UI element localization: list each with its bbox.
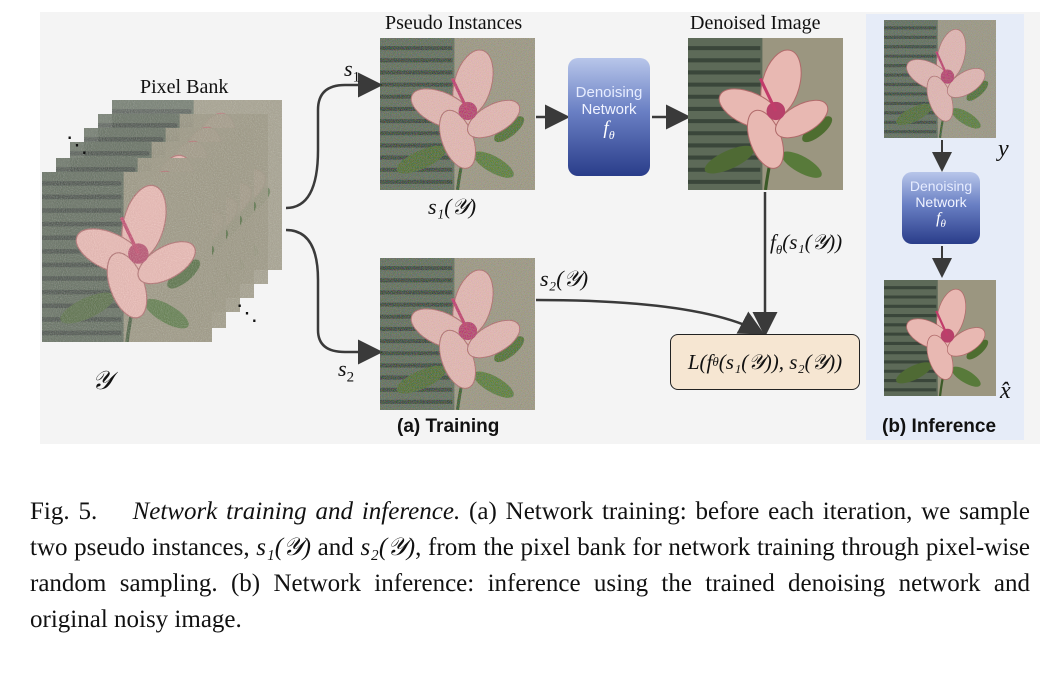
denoised-image <box>688 38 843 190</box>
inference-input-image <box>884 20 996 138</box>
caption-s2: s₂(𝒴) <box>360 534 416 561</box>
network-line1: Denoising <box>575 84 643 101</box>
caption-s1: s₁(𝒴) <box>256 534 311 561</box>
denoised-image-label: Denoised Image <box>690 12 821 34</box>
denoising-network-training: Denoising Network fθ <box>568 58 650 176</box>
pseudo-instance-1-image <box>380 38 535 190</box>
noisy-set-symbol: 𝒴 <box>92 366 113 395</box>
s1-label: s1 <box>344 56 361 86</box>
network-line2: Network <box>915 194 967 210</box>
network-symbol: fθ <box>936 210 946 231</box>
arrow-s1 <box>285 72 383 210</box>
denoising-network-inference: Denoising Network fθ <box>902 172 980 244</box>
arrow-s2 <box>285 228 383 365</box>
figure-caption: Fig. 5. Network training and inference. … <box>30 494 1030 638</box>
inference-y-label: y <box>998 136 1009 162</box>
connector-arrows <box>285 72 952 365</box>
s1-of-y-label: s₁(𝒴) <box>428 194 477 219</box>
caption-and: and <box>310 534 361 561</box>
stack-ellipsis-top: ⋱ <box>66 132 88 157</box>
caption-text-b: , from the pixel bank for network traini… <box>30 534 1030 633</box>
caption-text-a: (a) Network training: before each iterat… <box>30 498 1030 561</box>
network-symbol: fθ <box>603 118 615 142</box>
inference-label: (b) Inference <box>882 416 997 437</box>
arrow-s2-to-loss <box>535 298 765 335</box>
training-label: (a) Training <box>397 416 500 437</box>
network-line2: Network <box>581 101 637 118</box>
caption-title: Network training and inference. <box>132 498 461 525</box>
f-theta-s1-label: fθ(s₁(𝒴)) <box>770 230 843 258</box>
stack-ellipsis-bottom: ⋱ <box>236 300 258 325</box>
pseudo-instances-label: Pseudo Instances <box>385 12 523 34</box>
s2-label: s2 <box>338 356 355 386</box>
caption-prefix: Fig. 5. <box>30 498 98 525</box>
pixel-bank-label: Pixel Bank <box>140 76 229 98</box>
inference-xhat-label: x̂ <box>1000 378 1011 404</box>
s2-of-y-label: s₂(𝒴) <box>540 266 589 291</box>
network-line1: Denoising <box>909 178 973 194</box>
pixel-bank-front-image <box>42 172 212 342</box>
pseudo-instance-2-image <box>380 258 535 410</box>
inference-output-image <box>884 280 996 396</box>
